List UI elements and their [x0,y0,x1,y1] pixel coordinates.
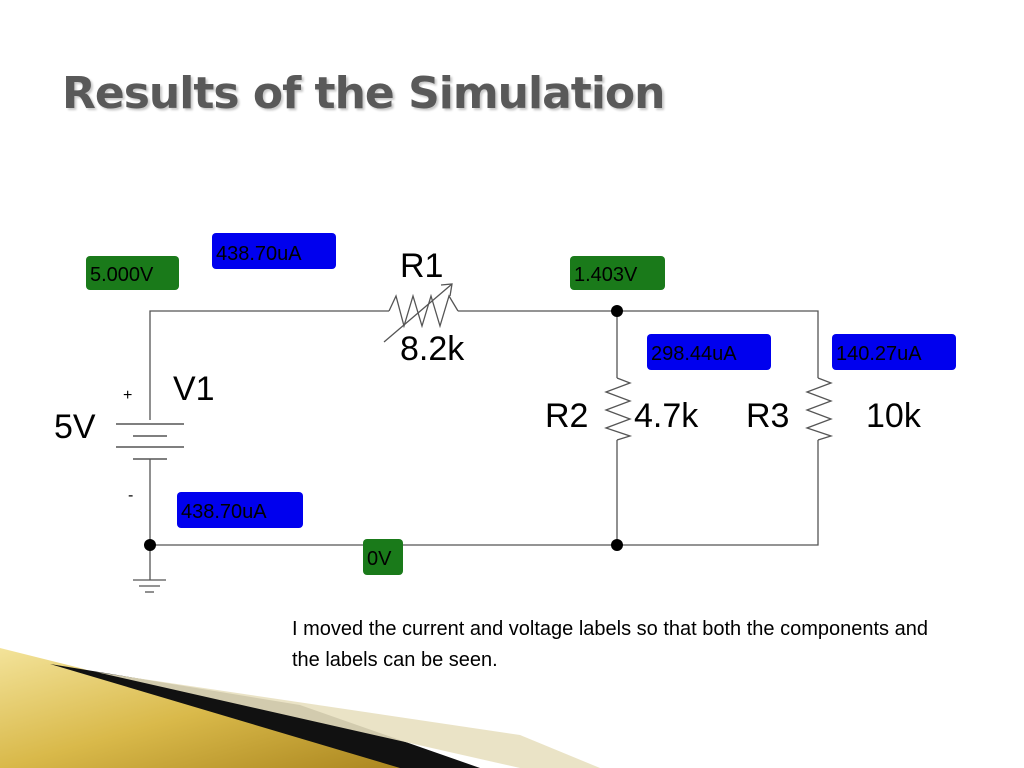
light-stripe [96,672,600,768]
v1-value: 5V [54,408,96,446]
r1-resistor [383,283,459,343]
probe-current-r2: 298.44uA [647,334,771,370]
probe-voltage-node-value: 1.403V [574,264,638,286]
battery-symbol [116,423,184,460]
probe-current-r1: 438.70uA [212,233,336,269]
r1-name: R1 [400,247,443,285]
r2-name: R2 [545,397,588,435]
probe-current-source-value: 438.70uA [181,501,267,523]
probe-voltage-source-top: 5.000V [86,256,179,290]
r1-variable-arrow [383,283,453,343]
wire-source-to-r1 [149,310,389,420]
black-stripe [50,664,480,768]
wire-r1-to-r3 [458,310,819,378]
probe-voltage-source-top-value: 5.000V [90,264,154,286]
junction-dot-bottom-left [144,539,156,551]
v1-name: V1 [173,370,215,408]
probe-current-r3-value: 140.27uA [836,343,922,365]
r3-name: R3 [746,397,789,435]
probe-voltage-ground: 0V [363,539,403,575]
probe-current-r1-value: 438.70uA [216,243,302,265]
circuit-schematic: R1 8.2k V1 5V + - R2 4.7k R3 10k 5.000V … [54,233,956,593]
probe-current-r2-value: 298.44uA [651,343,737,365]
v1-minus-sign: - [128,487,133,504]
probe-voltage-ground-value: 0V [367,548,392,570]
r3-resistor [805,377,834,441]
probe-voltage-node: 1.403V [570,256,665,290]
r2-value: 4.7k [634,397,699,435]
slide-caption: I moved the current and voltage labels s… [292,618,928,671]
probe-current-r3: 140.27uA [832,334,956,370]
r2-resistor [604,377,633,441]
ground-symbol [133,579,166,593]
junction-dot-top [611,305,623,317]
slide-title: Results of the Simulation [62,68,665,119]
probe-current-source: 438.70uA [177,492,303,528]
junction-dot-bottom-right [611,539,623,551]
v1-plus-sign: + [123,387,132,404]
r1-value: 8.2k [400,330,465,368]
r3-value: 10k [866,397,922,435]
